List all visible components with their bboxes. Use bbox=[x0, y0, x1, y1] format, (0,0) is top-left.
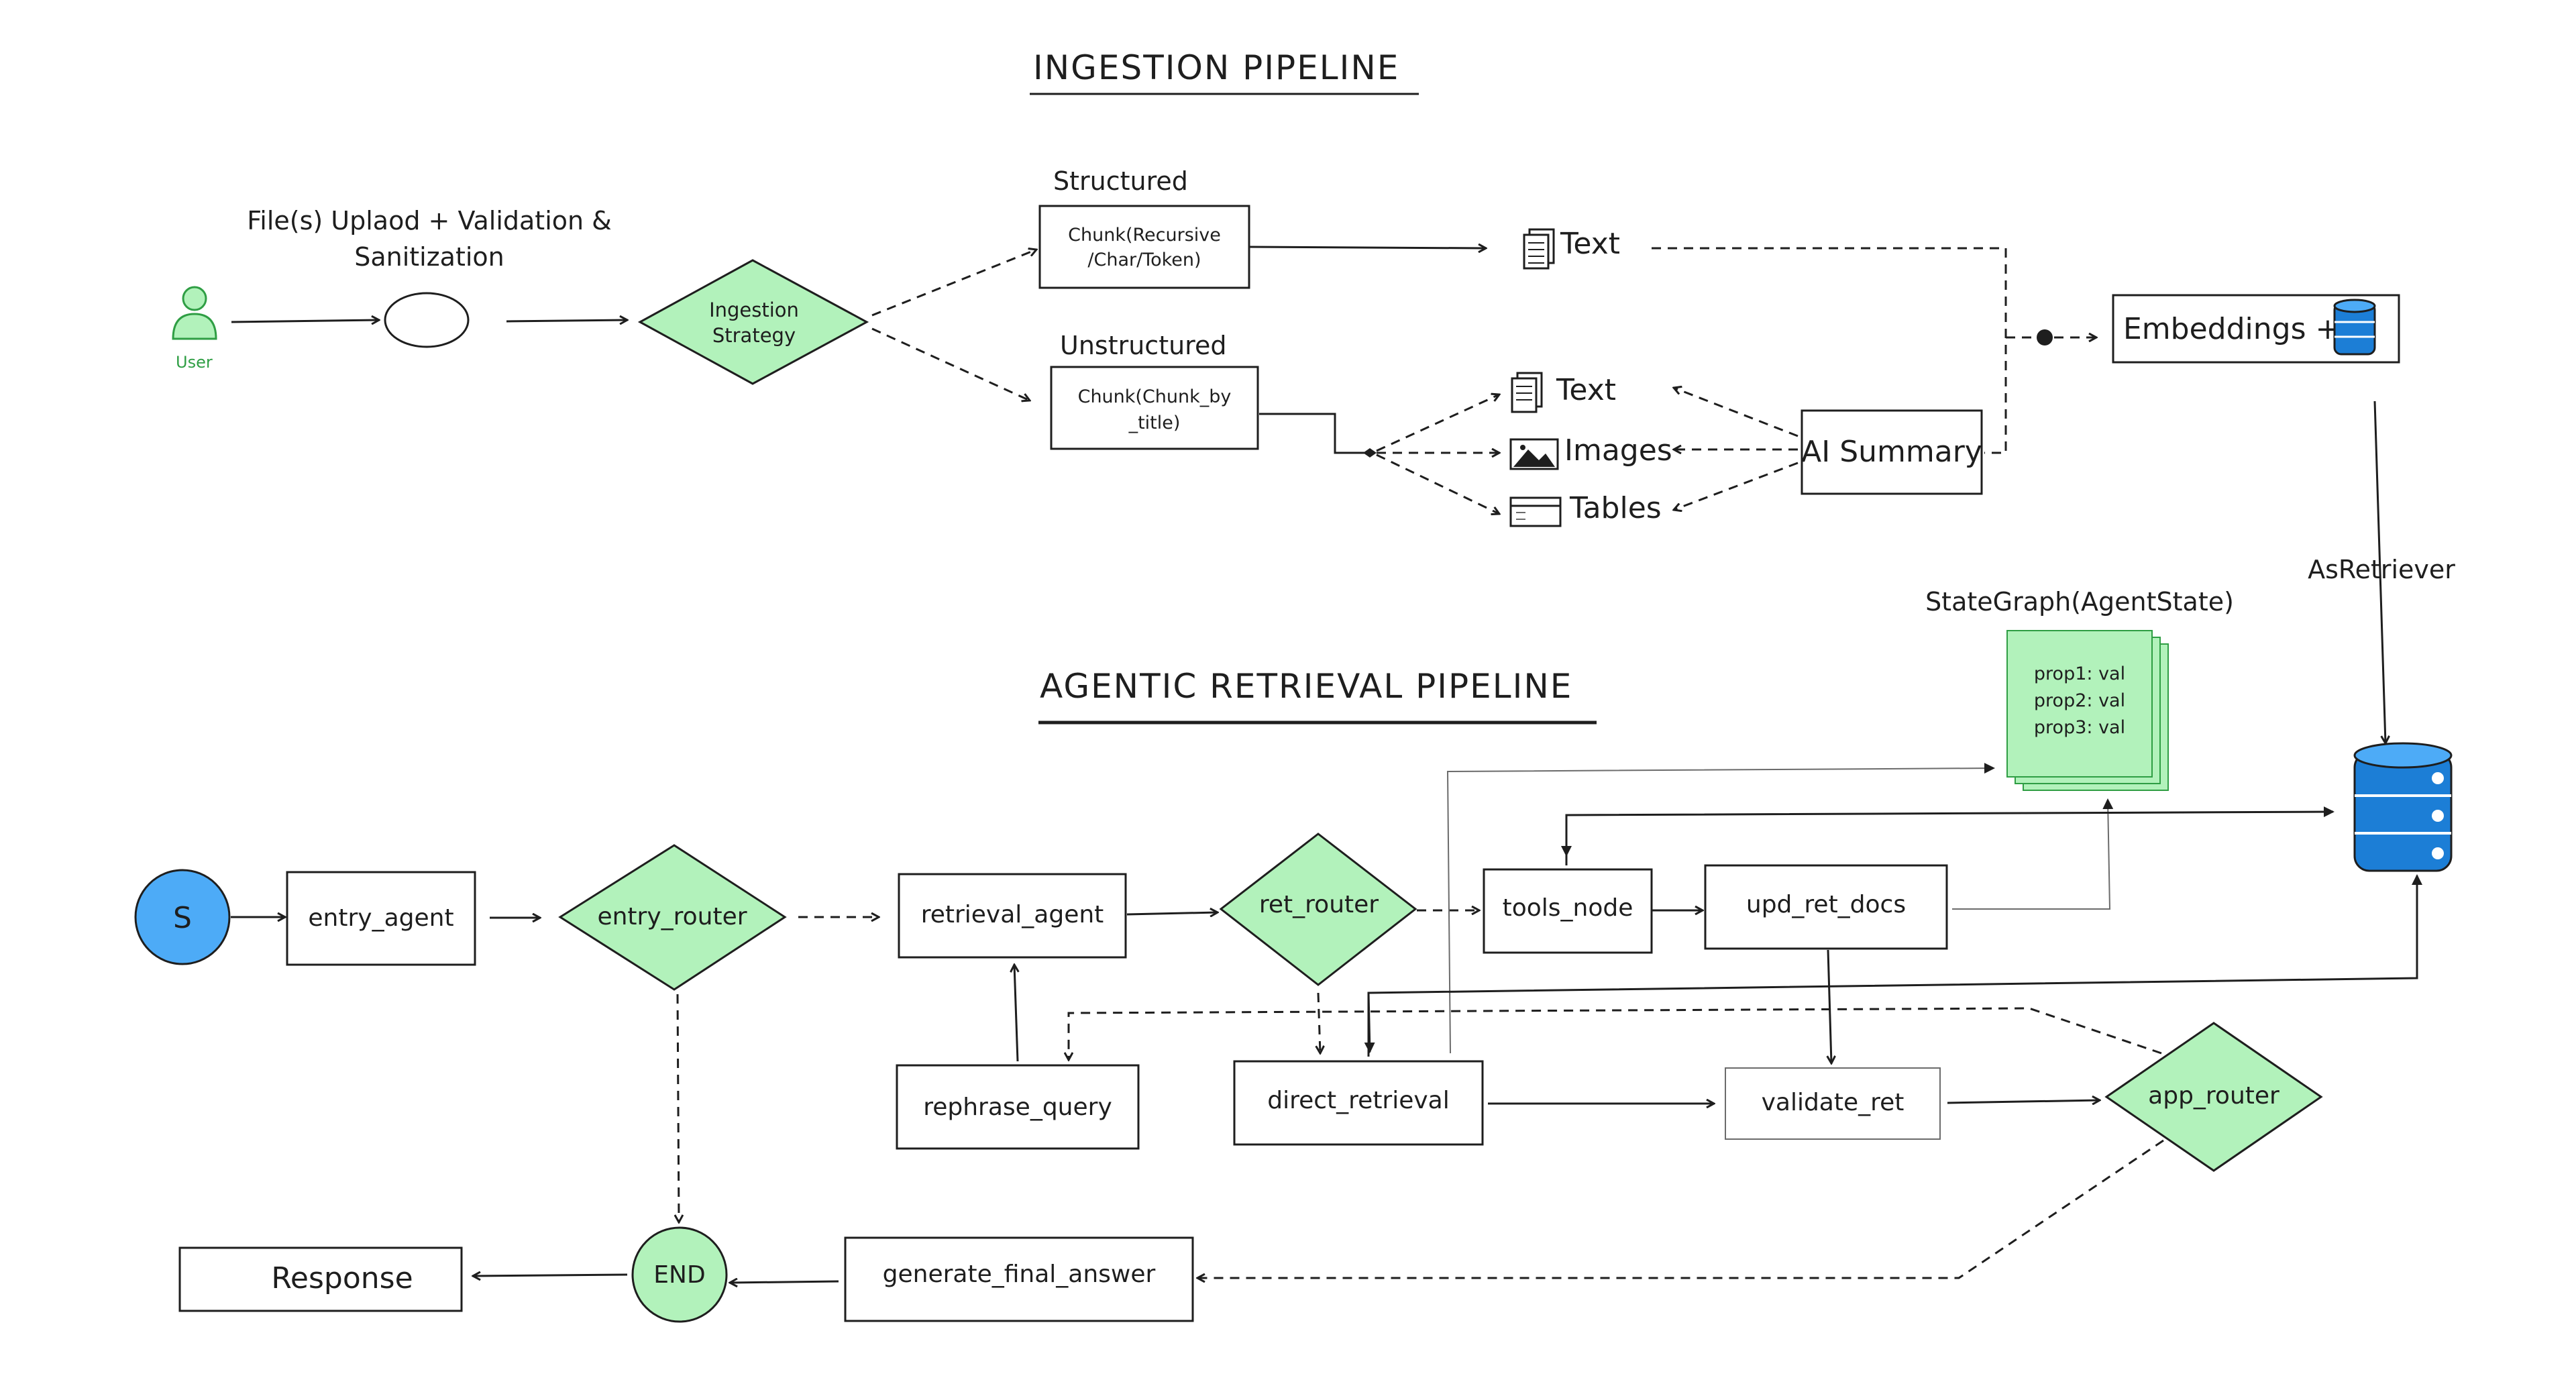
tools-node-box bbox=[1483, 868, 1653, 954]
unstructured-chunk-line2: _title) bbox=[1128, 413, 1181, 433]
structured-chunk-line1: Chunk(Recursive bbox=[1068, 225, 1221, 246]
generate-final-answer-box bbox=[844, 1236, 1194, 1322]
structured-label: Structured bbox=[1053, 166, 1188, 196]
arrow-summary-text bbox=[1674, 388, 1799, 437]
arrow-rephrase-retrieval bbox=[1014, 965, 1018, 1062]
arrow-tools-db bbox=[1565, 806, 2334, 865]
table-icon bbox=[1509, 496, 1562, 527]
upload-node bbox=[384, 292, 470, 348]
tools-node-label: tools_node bbox=[1503, 894, 1633, 922]
state-prop-3: prop3: val bbox=[2034, 717, 2125, 738]
retrieval-title: AGENTIC RETRIEVAL PIPELINE bbox=[1040, 667, 1572, 706]
text-output-top: Text bbox=[1560, 227, 1620, 261]
upd-ret-docs-label: upd_ret_docs bbox=[1746, 891, 1906, 918]
document-icon bbox=[1511, 372, 1543, 413]
as-retriever-label: AsRetriever bbox=[2308, 555, 2455, 584]
images-output: Images bbox=[1564, 433, 1672, 468]
arrow-approuter-rephrase bbox=[1069, 1007, 2162, 1060]
ingestion-title: INGESTION PIPELINE bbox=[1033, 48, 1399, 87]
ai-summary-label: AI Summary bbox=[1801, 435, 1982, 469]
retrieval-agent-box bbox=[898, 873, 1127, 959]
ingestion-section: INGESTION PIPELINE User File(s) Uplaod +… bbox=[172, 48, 2455, 743]
structured-chunk-box bbox=[1038, 205, 1250, 289]
response-box bbox=[178, 1246, 463, 1312]
end-label: END bbox=[653, 1261, 705, 1289]
direct-retrieval-box bbox=[1233, 1060, 1484, 1146]
strategy-diamond bbox=[637, 259, 869, 385]
generate-final-answer-label: generate_final_answer bbox=[883, 1261, 1156, 1288]
database-icon bbox=[2353, 742, 2453, 872]
arrow-split-text bbox=[1376, 394, 1499, 452]
strategy-label-line2: Strategy bbox=[712, 324, 796, 347]
entry-router-diamond bbox=[558, 844, 787, 991]
arrow-end-response bbox=[473, 1275, 628, 1276]
arrow-embeddings-db bbox=[2373, 401, 2385, 743]
arrow-direct-stategraph bbox=[1446, 763, 1995, 1054]
retrieval-section: AGENTIC RETRIEVAL PIPELINE StateGraph(Ag… bbox=[134, 587, 2453, 1323]
entry-agent-label: entry_agent bbox=[308, 904, 453, 932]
structured-chunk-line2: /Char/Token) bbox=[1087, 250, 1201, 270]
ret-router-label: ret_router bbox=[1259, 891, 1379, 918]
start-node bbox=[134, 869, 231, 965]
entry-router-label: entry_router bbox=[597, 903, 747, 930]
upload-label-line1: File(s) Uplaod + Validation & bbox=[247, 206, 612, 235]
user-icon bbox=[172, 286, 217, 340]
tables-output: Tables bbox=[1569, 491, 1662, 525]
ret-router-diamond bbox=[1219, 833, 1417, 986]
unstructured-chunk-box bbox=[1050, 366, 1259, 450]
retrieval-agent-label: retrieval_agent bbox=[921, 901, 1104, 928]
arrow-strategy-unstructured bbox=[871, 327, 1030, 401]
upd-ret-docs-box bbox=[1704, 864, 1948, 950]
rephrase-query-box bbox=[896, 1064, 1140, 1150]
start-label: S bbox=[173, 901, 192, 935]
app-router-diamond bbox=[2104, 1022, 2323, 1172]
rephrase-query-label: rephrase_query bbox=[923, 1094, 1112, 1121]
entry-agent-box bbox=[286, 871, 476, 966]
connector-text-summary bbox=[1652, 247, 2007, 454]
validate-ret-box bbox=[1725, 1067, 1941, 1140]
arrow-approuter-generate bbox=[1197, 1139, 2164, 1278]
arrow-validate-approuter bbox=[1947, 1100, 2100, 1103]
state-prop-1: prop1: val bbox=[2034, 663, 2125, 684]
arrow-upload-strategy bbox=[506, 320, 627, 321]
arrow-upd-stategraph bbox=[1952, 798, 2114, 910]
text-output-mid: Text bbox=[1556, 373, 1616, 407]
unstructured-label: Unstructured bbox=[1060, 331, 1226, 360]
arrow-db-direct bbox=[1364, 992, 1375, 1053]
image-icon bbox=[1509, 438, 1559, 470]
arrow-strategy-structured bbox=[871, 250, 1036, 317]
user-label: User bbox=[176, 353, 213, 372]
stategraph-stack bbox=[2006, 630, 2169, 791]
arrow-split-tables bbox=[1376, 454, 1499, 514]
app-router-label: app_router bbox=[2148, 1082, 2279, 1110]
split-point bbox=[1363, 448, 1377, 458]
embeddings-label: Embeddings + bbox=[2123, 312, 2340, 346]
arrow-structured-text bbox=[1248, 247, 1486, 248]
document-icon bbox=[1523, 228, 1555, 270]
arrow-retrouter-direct bbox=[1318, 992, 1320, 1053]
arrow-generate-end bbox=[730, 1281, 839, 1283]
ai-summary-box bbox=[1801, 409, 1983, 495]
unstructured-chunk-line1: Chunk(Chunk_by bbox=[1078, 386, 1232, 407]
stategraph-label: StateGraph(AgentState) bbox=[1925, 587, 2234, 617]
validate-ret-label: validate_ret bbox=[1762, 1089, 1904, 1116]
strategy-label-line1: Ingestion bbox=[709, 299, 799, 321]
arrow-upd-validate bbox=[1828, 949, 1831, 1063]
end-node bbox=[631, 1226, 728, 1323]
response-label: Response bbox=[271, 1261, 413, 1295]
state-prop-2: prop2: val bbox=[2034, 690, 2125, 711]
arrow-user-upload bbox=[231, 320, 379, 322]
connector-unstructured bbox=[1259, 413, 1368, 454]
database-icon bbox=[2333, 299, 2376, 356]
arrow-retrieval-retrouter bbox=[1126, 912, 1218, 914]
arrow-summary-tables bbox=[1674, 462, 1799, 510]
direct-retrieval-label: direct_retrieval bbox=[1267, 1087, 1450, 1114]
upload-label-line2: Sanitization bbox=[354, 242, 504, 272]
arrow-entryrouter-end bbox=[678, 994, 679, 1222]
